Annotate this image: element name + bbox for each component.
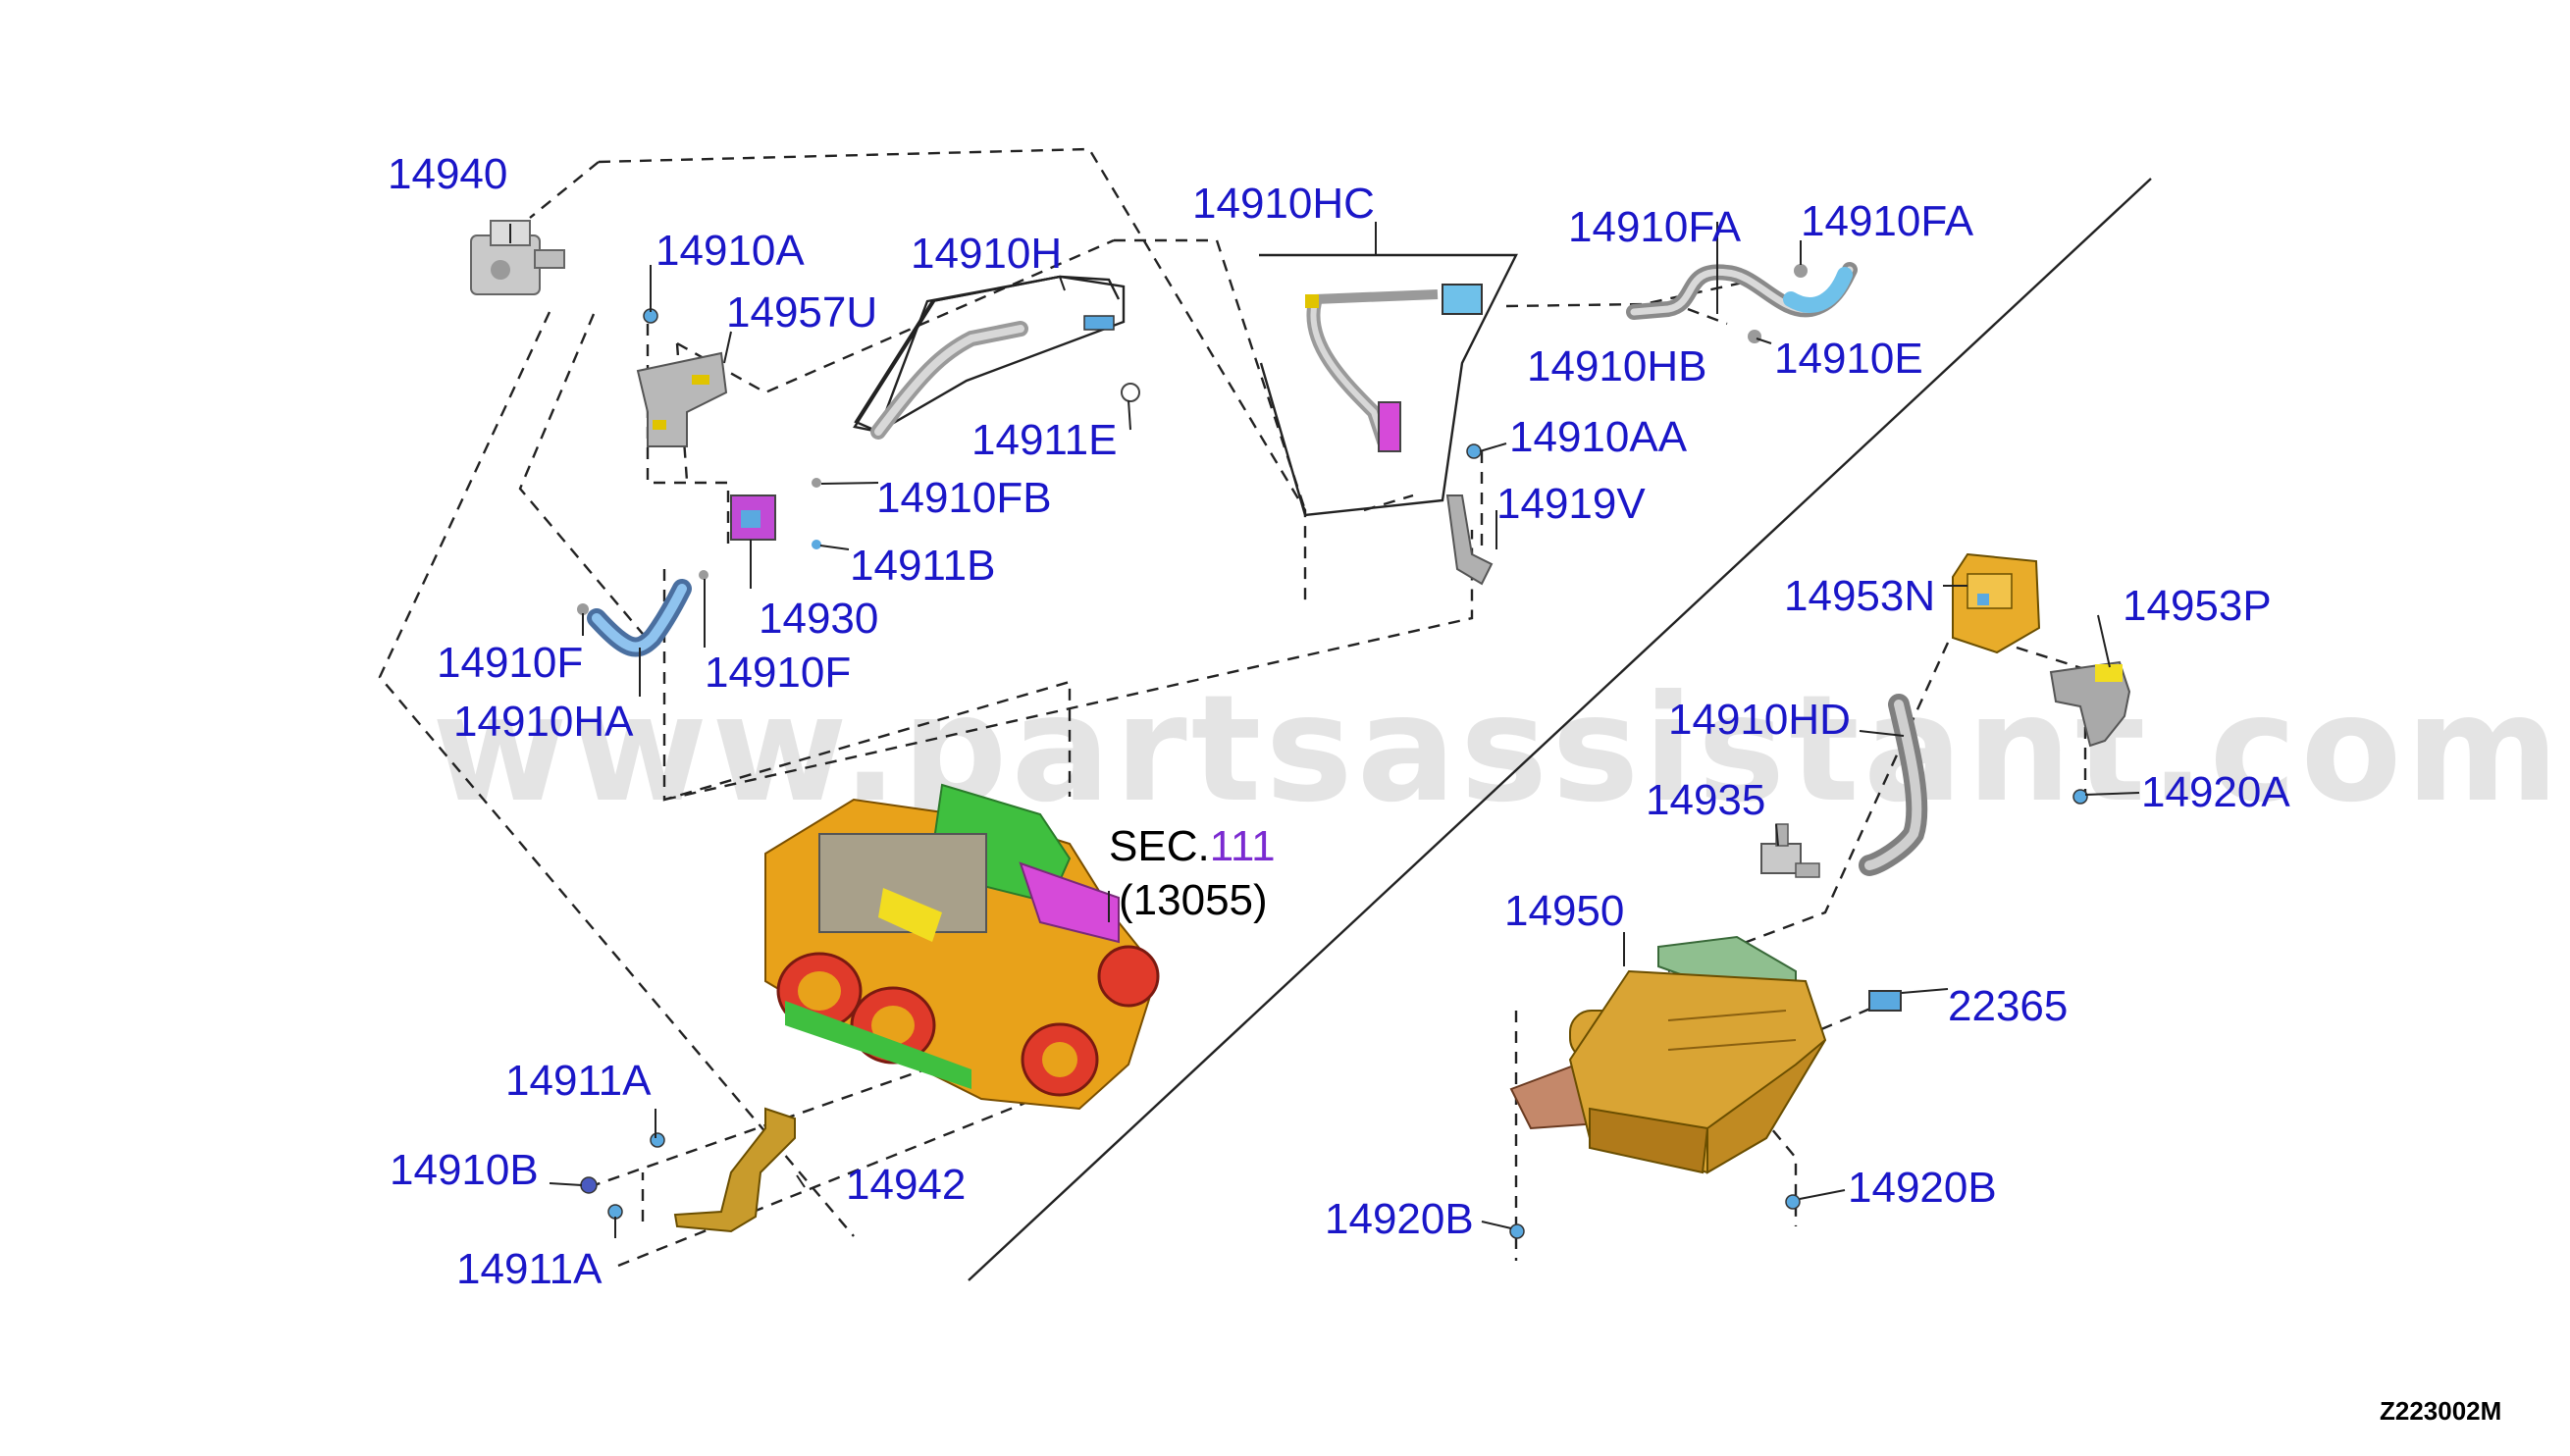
label-14910AA: 14910AA xyxy=(1509,413,1688,461)
part-14935-valve xyxy=(1760,823,1820,878)
bolt-14920B-right xyxy=(1785,1194,1801,1210)
part-engine-cylinder-head xyxy=(764,783,1160,1111)
label-14920A: 14920A xyxy=(2141,768,2290,816)
label-22365: 22365 xyxy=(1948,982,2068,1030)
part-14910HB-hose xyxy=(1626,262,1858,343)
label-14910F-left: 14910F xyxy=(437,639,583,687)
part-22365-sensor xyxy=(1868,990,1902,1012)
part-14957U-bracket xyxy=(636,351,728,447)
label-14930: 14930 xyxy=(759,595,878,643)
label-14910H: 14910H xyxy=(911,230,1062,278)
label-14920B-right: 14920B xyxy=(1848,1164,1997,1212)
label-14919V: 14919V xyxy=(1496,480,1646,528)
label-14910HD: 14910HD xyxy=(1668,696,1851,744)
part-14953P-bracket xyxy=(2049,660,2131,805)
label-14910FA-left: 14910FA xyxy=(1568,203,1742,251)
label-14911E: 14911E xyxy=(971,416,1117,464)
part-14930-purge-valve xyxy=(699,478,821,580)
part-labels: 14940 14910A 14957U 14910H 14911E 14910F… xyxy=(388,150,2501,1426)
label-14911A-bottom: 14911A xyxy=(456,1245,603,1293)
watermark: www.partsassistant.com xyxy=(432,664,2563,835)
label-14953N: 14953N xyxy=(1784,572,1935,620)
part-14910HC-hose-assembly xyxy=(1305,284,1483,452)
label-14910B: 14910B xyxy=(390,1146,539,1194)
bolt-14920B-left xyxy=(1509,1223,1525,1239)
label-14910FB: 14910FB xyxy=(876,474,1052,522)
label-14920B-left: 14920B xyxy=(1325,1195,1474,1243)
label-14942: 14942 xyxy=(846,1161,966,1209)
part-14950-canister xyxy=(1509,935,1827,1174)
label-14935: 14935 xyxy=(1646,776,1765,824)
part-14910HD-hose xyxy=(1859,694,1928,876)
label-14911A-top: 14911A xyxy=(505,1057,652,1105)
label-14953P: 14953P xyxy=(2123,582,2272,630)
label-14911B: 14911B xyxy=(850,542,995,590)
label-14910HC: 14910HC xyxy=(1192,180,1375,228)
section-reference[interactable]: SEC.111 xyxy=(1109,822,1276,870)
part-14910H-hose xyxy=(870,315,1140,440)
section-subreference: (13055) xyxy=(1119,876,1268,924)
part-14940-solenoid xyxy=(470,220,565,295)
label-leader-lines xyxy=(509,222,2140,1238)
diagram-code: Z223002M xyxy=(2380,1396,2501,1426)
label-14910HA: 14910HA xyxy=(453,698,634,746)
label-14910A: 14910A xyxy=(656,227,805,275)
label-14910HB: 14910HB xyxy=(1527,342,1706,390)
part-14953N-block xyxy=(1952,552,2041,654)
label-14910E: 14910E xyxy=(1774,335,1923,383)
label-14910FA-right: 14910FA xyxy=(1801,197,1974,245)
label-14910F-right: 14910F xyxy=(705,649,851,697)
label-14940: 14940 xyxy=(388,150,507,198)
label-14957U: 14957U xyxy=(726,288,877,337)
label-14950: 14950 xyxy=(1504,887,1624,935)
part-14919V-bracket xyxy=(1445,443,1494,586)
section-prefix: SEC. xyxy=(1109,822,1210,870)
section-number[interactable]: 111 xyxy=(1210,822,1276,870)
part-14910F-hose xyxy=(577,579,692,657)
